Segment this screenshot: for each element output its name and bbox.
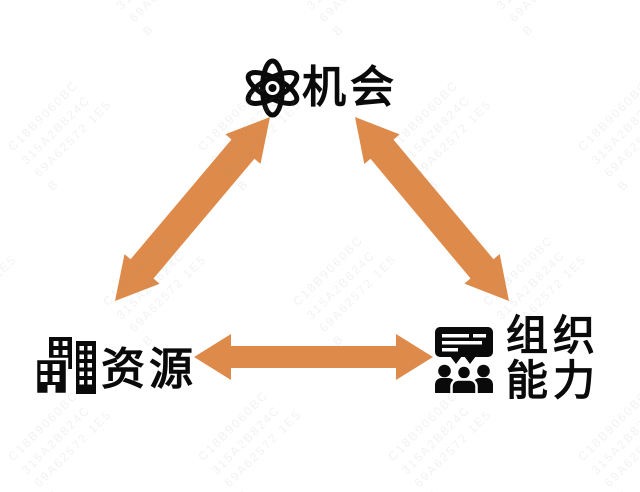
- label-line-2: 能力: [506, 359, 601, 405]
- node-resources-label: 资源: [101, 345, 197, 394]
- atom-icon: [245, 58, 300, 118]
- arrow-resources-orgcapability: [194, 334, 433, 380]
- node-organizational-capability: 组织 能力: [435, 315, 600, 405]
- node-opportunity: 机会: [245, 51, 398, 125]
- presentation-team-icon: [435, 327, 493, 393]
- label-line-1: 组织: [506, 314, 601, 360]
- arrow-resources-opportunity: [115, 117, 270, 301]
- buildings-icon: [36, 336, 96, 394]
- node-opportunity-label: 机会: [302, 63, 398, 112]
- node-resources: 资源: [36, 333, 197, 397]
- node-organizational-capability-label: 组织 能力: [506, 315, 600, 405]
- arrow-opportunity-orgcapability: [355, 117, 509, 301]
